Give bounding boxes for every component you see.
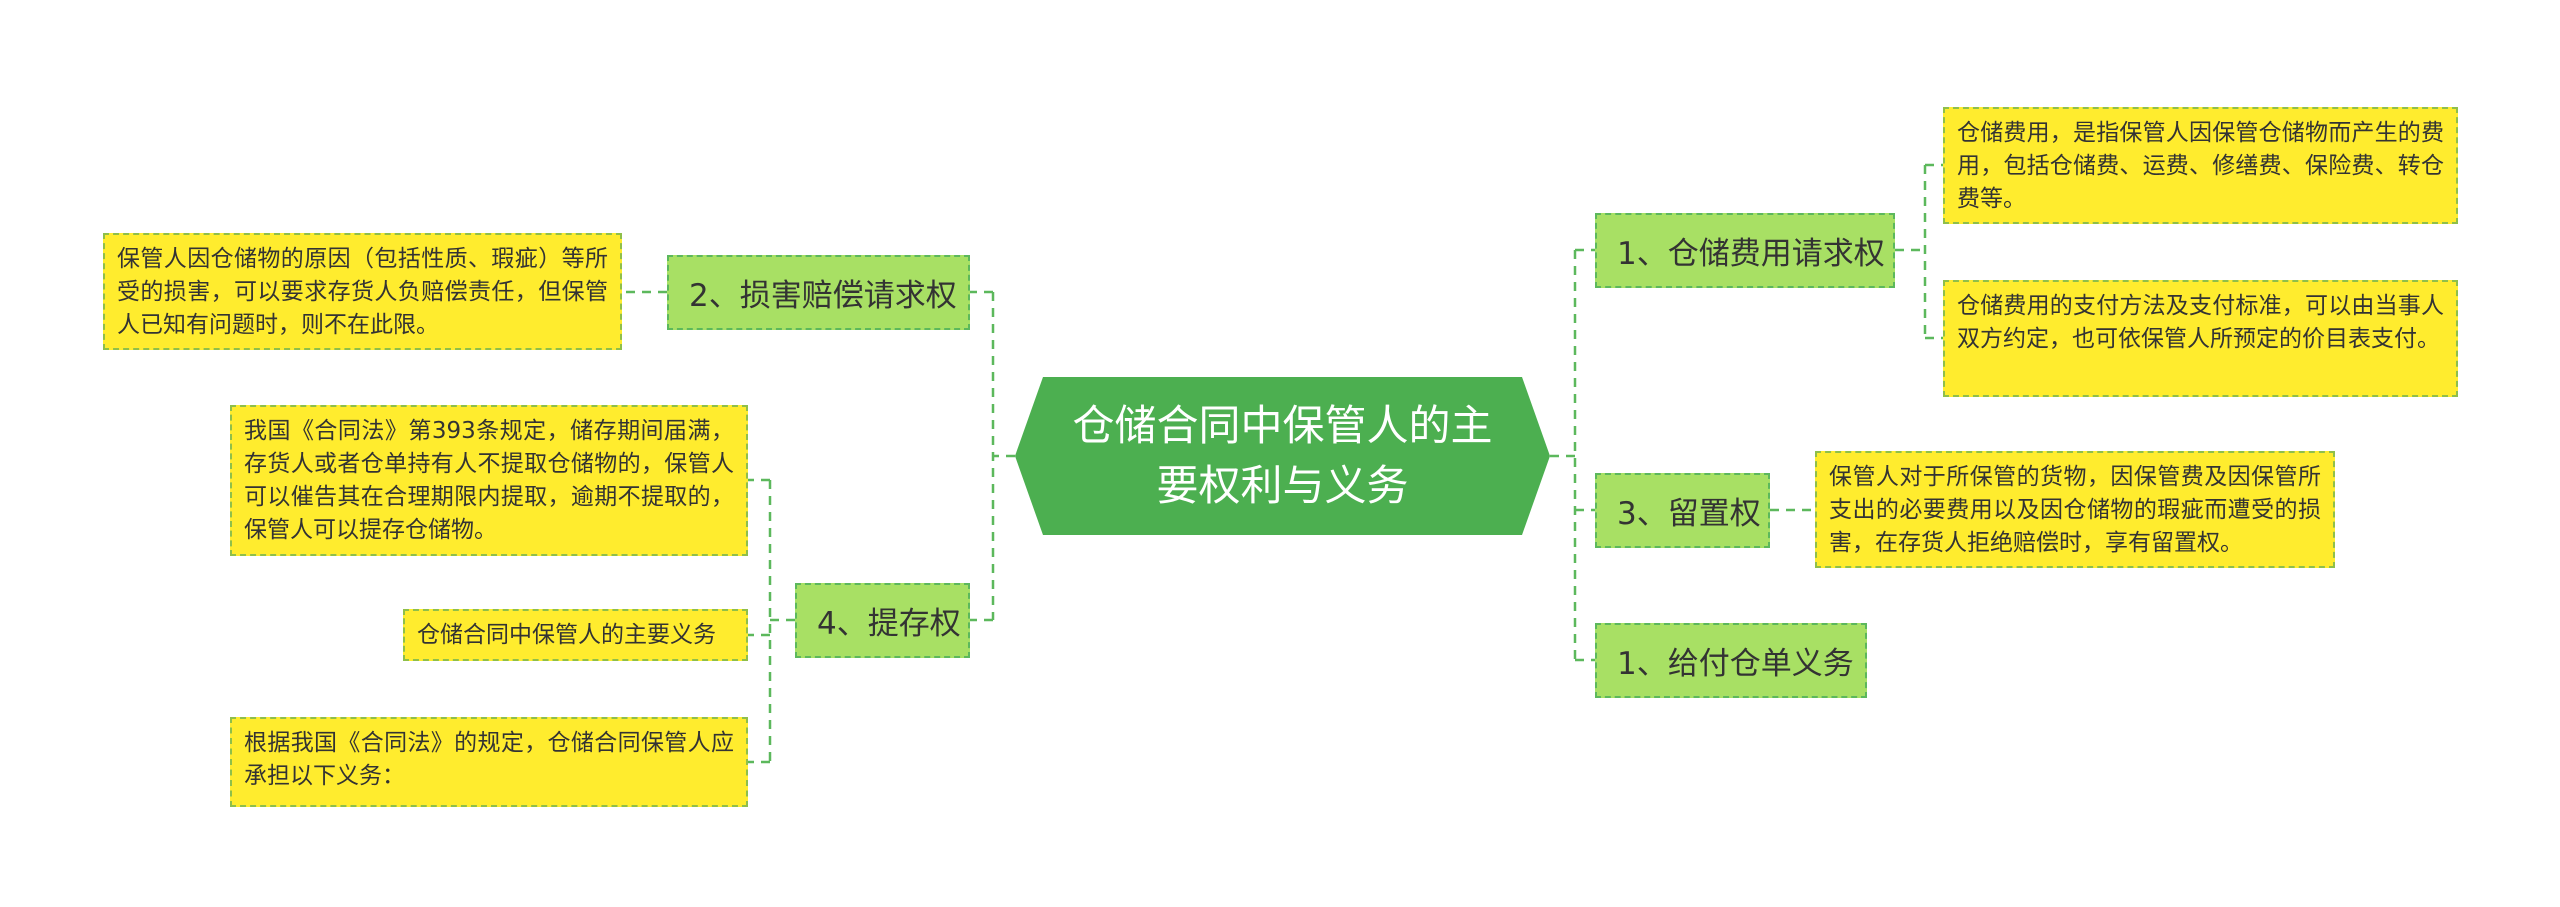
branch-label: 3、留置权 xyxy=(1617,496,1761,532)
leaf-text: 我国《合同法》第393条规定，储存期间届满，存货人或者仓单持有人不提取仓储物的，… xyxy=(244,418,734,543)
central-topic-label: 仓储合同中保管人的主要权利与义务 xyxy=(1072,401,1493,510)
leaf-main-obligations[interactable]: 仓储合同中保管人的主要义务 xyxy=(403,609,748,661)
leaf-text: 仓储合同中保管人的主要义务 xyxy=(417,622,716,648)
leaf-text: 仓储费用，是指保管人因保管仓储物而产生的费用，包括仓储费、运费、修缮费、保险费、… xyxy=(1957,120,2444,212)
leaf-lien-detail[interactable]: 保管人对于所保管的货物，因保管费及因保管所支出的必要费用以及因仓储物的瑕疵而遭受… xyxy=(1815,451,2335,568)
branch-label: 2、损害赔偿请求权 xyxy=(689,278,957,314)
branch-label: 4、提存权 xyxy=(817,606,961,642)
leaf-text: 仓储费用的支付方法及支付标准，可以由当事人双方约定，也可依保管人所预定的价目表支… xyxy=(1957,293,2444,352)
branch-lien[interactable]: 3、留置权 xyxy=(1595,473,1770,548)
central-topic[interactable]: 仓储合同中保管人的主要权利与义务 xyxy=(1015,377,1550,535)
branch-storage-fee[interactable]: 1、仓储费用请求权 xyxy=(1595,213,1895,288)
leaf-storage-fee-payment[interactable]: 仓储费用的支付方法及支付标准，可以由当事人双方约定，也可依保管人所预定的价目表支… xyxy=(1943,280,2458,397)
branch-label: 1、仓储费用请求权 xyxy=(1617,236,1885,272)
leaf-text: 保管人对于所保管的货物，因保管费及因保管所支出的必要费用以及因仓储物的瑕疵而遭受… xyxy=(1829,464,2321,556)
branch-withdraw[interactable]: 4、提存权 xyxy=(795,583,970,658)
leaf-withdraw-law[interactable]: 我国《合同法》第393条规定，储存期间届满，存货人或者仓单持有人不提取仓储物的，… xyxy=(230,405,748,556)
leaf-damages-detail[interactable]: 保管人因仓储物的原因（包括性质、瑕疵）等所受的损害，可以要求存货人负赔偿责任，但… xyxy=(103,233,622,350)
leaf-text: 根据我国《合同法》的规定，仓储合同保管人应承担以下义务： xyxy=(244,730,734,789)
branch-warehouse-receipt[interactable]: 1、给付仓单义务 xyxy=(1595,623,1867,698)
branch-damages[interactable]: 2、损害赔偿请求权 xyxy=(667,255,970,330)
branch-label: 1、给付仓单义务 xyxy=(1617,646,1854,682)
leaf-obligations-intro[interactable]: 根据我国《合同法》的规定，仓储合同保管人应承担以下义务： xyxy=(230,717,748,807)
leaf-storage-fee-definition[interactable]: 仓储费用，是指保管人因保管仓储物而产生的费用，包括仓储费、运费、修缮费、保险费、… xyxy=(1943,107,2458,224)
leaf-text: 保管人因仓储物的原因（包括性质、瑕疵）等所受的损害，可以要求存货人负赔偿责任，但… xyxy=(117,246,608,338)
